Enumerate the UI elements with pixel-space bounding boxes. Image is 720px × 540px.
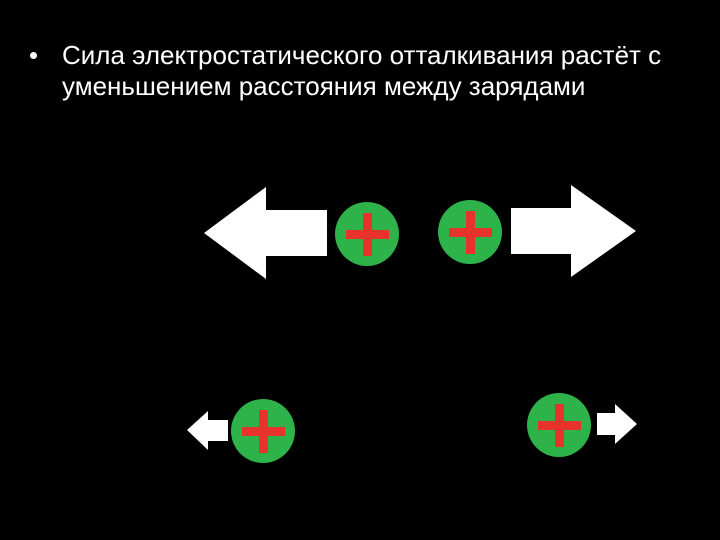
plus-icon [449, 211, 492, 254]
arrow-left-small-icon [187, 411, 228, 450]
plus-icon [346, 213, 389, 256]
arrow-left-large-icon [204, 187, 327, 279]
plus-icon [242, 410, 285, 453]
arrow-right-large-icon [511, 185, 636, 277]
arrow-right-small-icon [597, 404, 637, 444]
bullet-text: Сила электростатического отталкивания ра… [62, 40, 662, 101]
charge-bottom-left [231, 399, 295, 463]
plus-icon [538, 404, 581, 447]
bullet-dot [30, 52, 37, 59]
charge-top-right [438, 200, 502, 264]
charge-bottom-right [527, 393, 591, 457]
charge-top-left [335, 202, 399, 266]
